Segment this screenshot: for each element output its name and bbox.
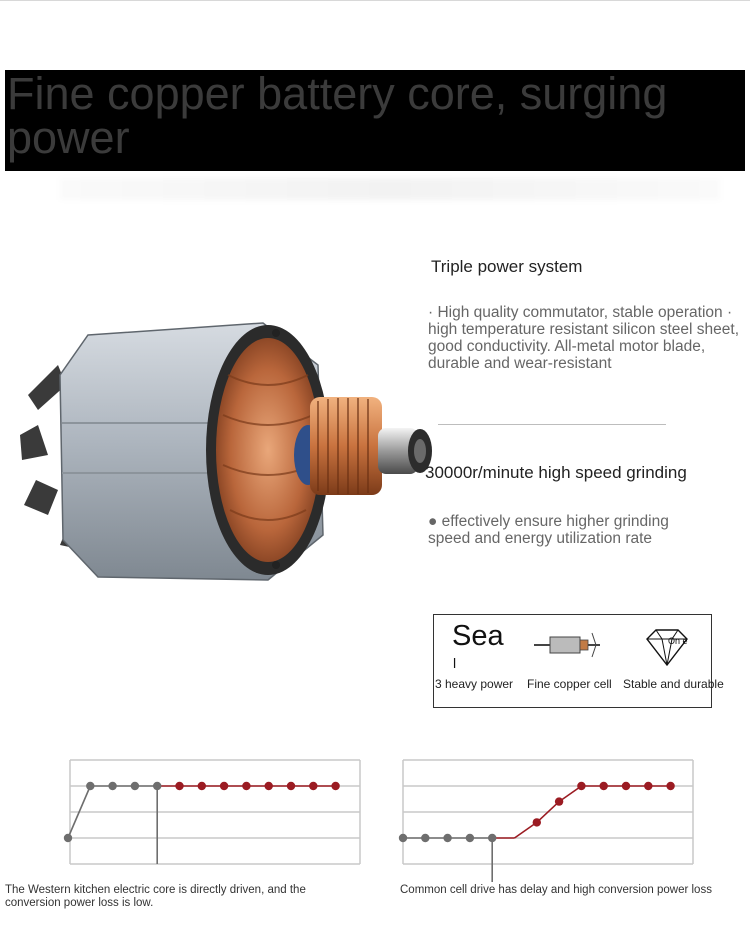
data-point [644,781,653,791]
series-segment [67,785,92,839]
title-banner: Fine copper battery core, surging power [5,70,745,171]
badge-caption-copper: Fine copper cell [527,677,612,691]
badge-box: Sea l On e 3 heavy power Fine copper cel… [433,614,724,708]
data-point [577,781,586,791]
feature-2: 30000r/minute high speed grinding [425,463,745,483]
caption-direct-drive: The Western kitchen electric core is dir… [5,884,306,909]
data-point [465,833,475,843]
feature-1-heading: Triple power system [431,257,583,276]
data-point [554,797,564,806]
series-segment [514,821,538,839]
data-point [443,833,452,843]
data-point [219,781,229,791]
data-point [398,833,408,843]
badge-caption-power: 3 heavy power [435,677,514,691]
data-point [86,781,95,791]
faded-text-background [60,178,720,200]
data-point [130,781,140,791]
data-point [532,818,541,827]
data-point [599,781,608,791]
divider [438,424,666,425]
data-point [309,781,318,791]
chart-direct-drive [63,759,361,865]
badge-big-text: Sea [452,620,504,652]
feature-2-body: ● effectively ensure higher grinding spe… [428,513,669,547]
page-title: Fine copper battery core, surging power [7,70,668,163]
data-point [621,781,631,791]
data-point [264,781,273,791]
data-point [666,781,675,791]
badge-caption-durable: Stable and durable [623,677,724,691]
top-rule [0,0,750,1]
motor-illustration [20,322,432,581]
data-point [108,781,117,791]
data-point [197,781,206,791]
feature-2-body-block: ● effectively ensure higher grinding spe… [428,513,688,547]
data-point [421,833,430,843]
feature-1-body-block: · High quality commutator, stable operat… [428,304,740,372]
data-point [175,781,184,791]
data-point [153,781,162,791]
feature-1: Triple power system [428,257,740,277]
diamond-text: On e [668,636,688,646]
data-point [242,781,251,791]
feature-2-heading: 30000r/minute high speed grinding [425,463,687,482]
feature-1-body: · High quality commutator, stable operat… [428,304,740,372]
caption-common-drive: Common cell drive has delay and high con… [400,884,712,896]
diamond-icon: On e [646,629,688,667]
data-point [331,781,340,791]
data-point [286,781,296,791]
series-segment [536,801,560,823]
chart-common-drive [398,759,694,882]
series-segment [558,785,582,803]
data-point [488,833,497,843]
data-point [63,833,73,843]
motor-icon [534,632,600,658]
badge-small-text: l [453,655,457,671]
